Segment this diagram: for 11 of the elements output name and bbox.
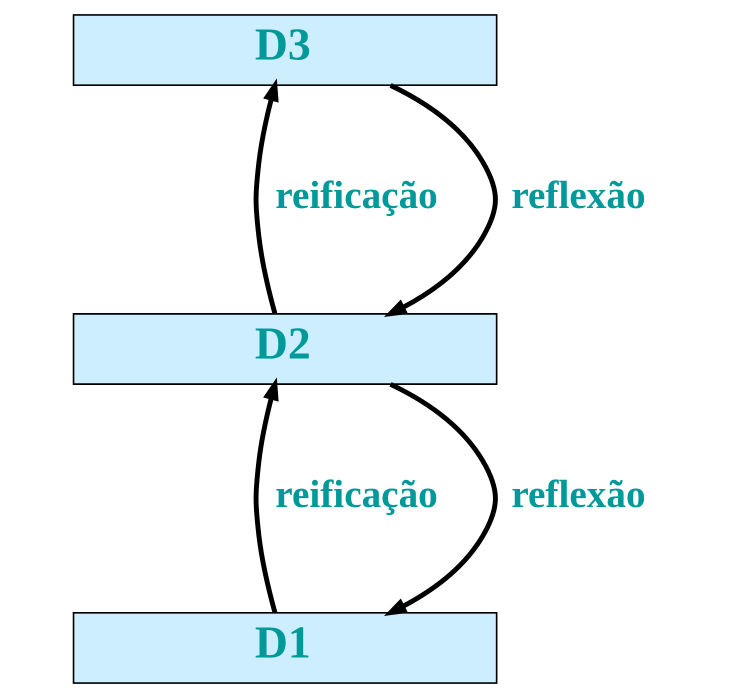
node-box: D2	[72, 313, 497, 385]
arrow	[253, 377, 278, 614]
edge-label: reflexão	[510, 472, 646, 516]
node-box: D1	[72, 612, 497, 684]
arrow	[383, 382, 498, 616]
edge-label: reificação	[274, 174, 438, 218]
arrow	[253, 78, 278, 314]
edge-label: reflexão	[510, 174, 646, 218]
node-box: D3	[72, 14, 497, 86]
edge-label: reificação	[274, 472, 438, 516]
arrow	[383, 83, 498, 317]
